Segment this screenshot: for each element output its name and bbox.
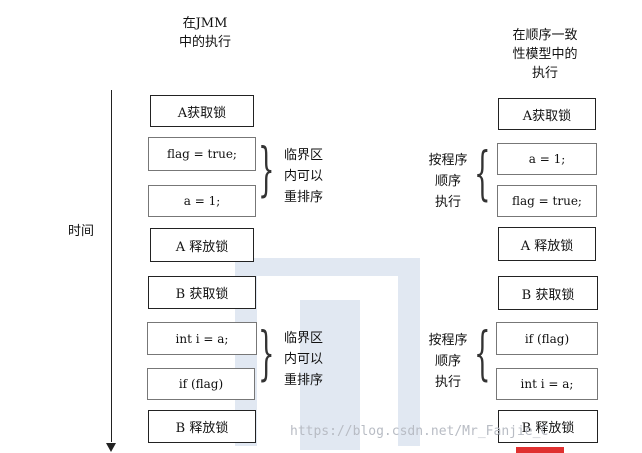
right-step-box: int i = a; (496, 368, 598, 400)
left-step-box: A 释放锁 (150, 228, 254, 262)
note-line: 重排序 (284, 190, 324, 205)
right-step-box: A获取锁 (498, 98, 596, 130)
left-step-box: B 释放锁 (148, 410, 256, 443)
left-heading-line: 中的执行 (178, 35, 231, 50)
left-step-box: int i = a; (147, 322, 257, 355)
left-brace-icon: { (474, 319, 491, 387)
note-line: 临界区 (284, 148, 324, 163)
right-note-1: 按程序 顺序 执行 (424, 150, 472, 213)
note-line: 顺序 (434, 354, 461, 369)
right-step-box: a = 1; (497, 143, 597, 175)
time-axis-arrow-icon (106, 443, 116, 452)
left-heading-line: 在JMM (182, 16, 228, 31)
right-heading-line: 性模型中的 (512, 47, 578, 62)
right-heading-line: 执行 (531, 66, 558, 81)
watermark-shape-top (235, 258, 420, 276)
right-step-box: flag = true; (497, 185, 597, 217)
note-line: 内可以 (284, 169, 324, 184)
watermark-shape-mid (300, 300, 360, 450)
time-axis-label: 时间 (68, 224, 95, 239)
note-line: 顺序 (434, 174, 461, 189)
right-heading-line: 在顺序一致 (512, 28, 578, 43)
note-line: 执行 (434, 375, 461, 390)
right-step-box: A 释放锁 (498, 227, 596, 261)
right-brace-icon: } (258, 135, 275, 203)
url-watermark: https://blog.csdn.net/Mr_Fanjie_C (290, 424, 549, 439)
left-step-box: flag = true; (148, 137, 256, 171)
watermark-shape-right (398, 276, 420, 446)
right-step-box: if (flag) (496, 322, 598, 355)
note-line: 按程序 (428, 333, 468, 348)
note-line: 按程序 (428, 153, 468, 168)
left-note-1: 临界区 内可以 重排序 (284, 145, 323, 208)
left-step-box: a = 1; (148, 185, 256, 217)
left-step-box: if (flag) (147, 368, 255, 400)
note-line: 重排序 (284, 373, 324, 388)
logo-fragment (516, 447, 564, 453)
left-step-box: A获取锁 (150, 95, 254, 127)
left-heading: 在JMM 中的执行 (160, 14, 250, 52)
right-step-box: B 释放锁 (498, 410, 598, 443)
right-note-2: 按程序 顺序 执行 (424, 330, 472, 393)
left-step-box: B 获取锁 (148, 276, 256, 309)
right-heading: 在顺序一致 性模型中的 执行 (495, 26, 595, 83)
note-line: 临界区 (284, 331, 324, 346)
note-line: 内可以 (284, 352, 324, 367)
right-brace-icon: } (258, 319, 275, 387)
time-axis-line (111, 90, 112, 442)
watermark-shape-left (235, 276, 257, 446)
left-note-2: 临界区 内可以 重排序 (284, 328, 323, 391)
left-brace-icon: { (474, 139, 491, 207)
note-line: 执行 (434, 195, 461, 210)
right-step-box: B 获取锁 (498, 276, 598, 310)
